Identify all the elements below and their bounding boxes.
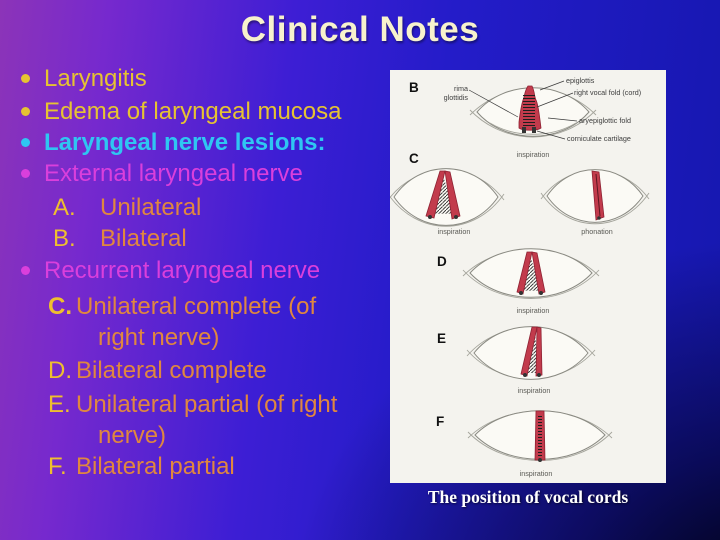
list-item-d-bilateral-complete: D. Bilateral complete: [10, 355, 392, 386]
vocal-fold-e-l: [520, 326, 538, 377]
vocal-fold-d-r: [531, 251, 546, 295]
figure-section-d: D inspiration: [437, 248, 600, 315]
list-item-label: Laryngeal nerve lesions:: [44, 129, 326, 156]
glottis-hatching-f: [538, 415, 542, 457]
caption-c-inspiration: inspiration: [438, 227, 471, 236]
figure-caption: The position of vocal cords: [427, 487, 629, 507]
glottis-hatching-b: [523, 93, 535, 128]
slide-title: Clinical Notes: [240, 10, 480, 49]
list-item-label: Recurrent laryngeal nerve: [44, 257, 321, 284]
list-item-label: Bilateral: [100, 225, 187, 252]
bullet-icon: [21, 266, 30, 275]
caption-d-inspiration: inspiration: [517, 306, 550, 315]
bullet-icon: [21, 169, 30, 178]
bullet-icon: [21, 138, 30, 147]
figure-section-f: F inspiration: [436, 410, 613, 478]
caption-c-phonation: phonation: [581, 227, 613, 236]
item-letter: C.: [48, 293, 72, 320]
section-letter-f: F: [436, 414, 444, 429]
list-item-laryngitis: Laryngitis: [10, 63, 392, 94]
list-item-label: Edema of laryngeal mucosa: [44, 98, 342, 125]
label-corniculate-cartilage: corniculate cartilage: [567, 134, 631, 143]
glottis-hatching-d: [522, 258, 541, 291]
label-rima-glottidis-line1: rima: [454, 84, 468, 93]
list-item-label: Bilateral complete: [76, 357, 267, 384]
label-rima-glottidis-line2: glottidis: [444, 93, 469, 102]
list-item-label: Bilateral partial: [76, 453, 235, 480]
section-letter-d: D: [437, 254, 447, 269]
list-item-external-laryngeal: External laryngeal nerve: [10, 158, 392, 189]
figure-section-c: C inspiration phonation: [390, 151, 650, 236]
caption-b-inspiration: inspiration: [517, 150, 550, 159]
list-item-label: Laryngitis: [44, 65, 147, 92]
item-letter: D.: [48, 357, 72, 384]
item-letter: B.: [53, 225, 76, 252]
label-aryepiglottic-fold: aryepiglottic fold: [579, 116, 631, 125]
bullet-icon: [21, 74, 30, 83]
list-item-label: External laryngeal nerve: [44, 160, 303, 187]
vocal-fold-c-left-r: [444, 170, 461, 220]
list-item-edema: Edema of laryngeal mucosa: [10, 96, 392, 127]
caption-e-inspiration: inspiration: [518, 386, 551, 395]
vocal-fold-e-r: [535, 326, 543, 377]
item-letter: A.: [53, 194, 76, 221]
item-letter: E.: [48, 391, 71, 418]
bullet-icon: [21, 107, 30, 116]
vocal-fold-c-left-l: [425, 170, 446, 219]
label-epiglottis: epiglottis: [566, 76, 595, 85]
label-right-vocal-fold: right vocal fold (cord): [574, 88, 641, 97]
vocal-fold-d-l: [516, 251, 533, 295]
section-letter-e: E: [437, 331, 446, 346]
list-item-nerve-lesions: Laryngeal nerve lesions:: [10, 127, 392, 158]
bullet-list: Laryngitis Edema of laryngeal mucosa Lar…: [10, 63, 392, 482]
caption-f-inspiration: inspiration: [520, 469, 553, 478]
figure-section-e: E inspiration: [437, 326, 596, 395]
item-letter: F.: [48, 453, 67, 480]
figure-section-b: B rima glottidis epiglottis right vocal …: [409, 76, 641, 159]
section-letter-c: C: [409, 151, 419, 166]
list-item-f-bilateral-partial: F. Bilateral partial: [10, 451, 392, 482]
list-item-recurrent-laryngeal: Recurrent laryngeal nerve: [10, 255, 392, 286]
list-item-b-bilateral: B. Bilateral: [10, 223, 392, 254]
vocal-cords-diagram: B rima glottidis epiglottis right vocal …: [390, 76, 650, 478]
section-letter-b: B: [409, 80, 419, 95]
list-item-a-unilateral: A. Unilateral: [10, 192, 392, 223]
list-item-label: Unilateral: [100, 194, 202, 221]
vocal-cords-figure: B rima glottidis epiglottis right vocal …: [390, 70, 666, 483]
